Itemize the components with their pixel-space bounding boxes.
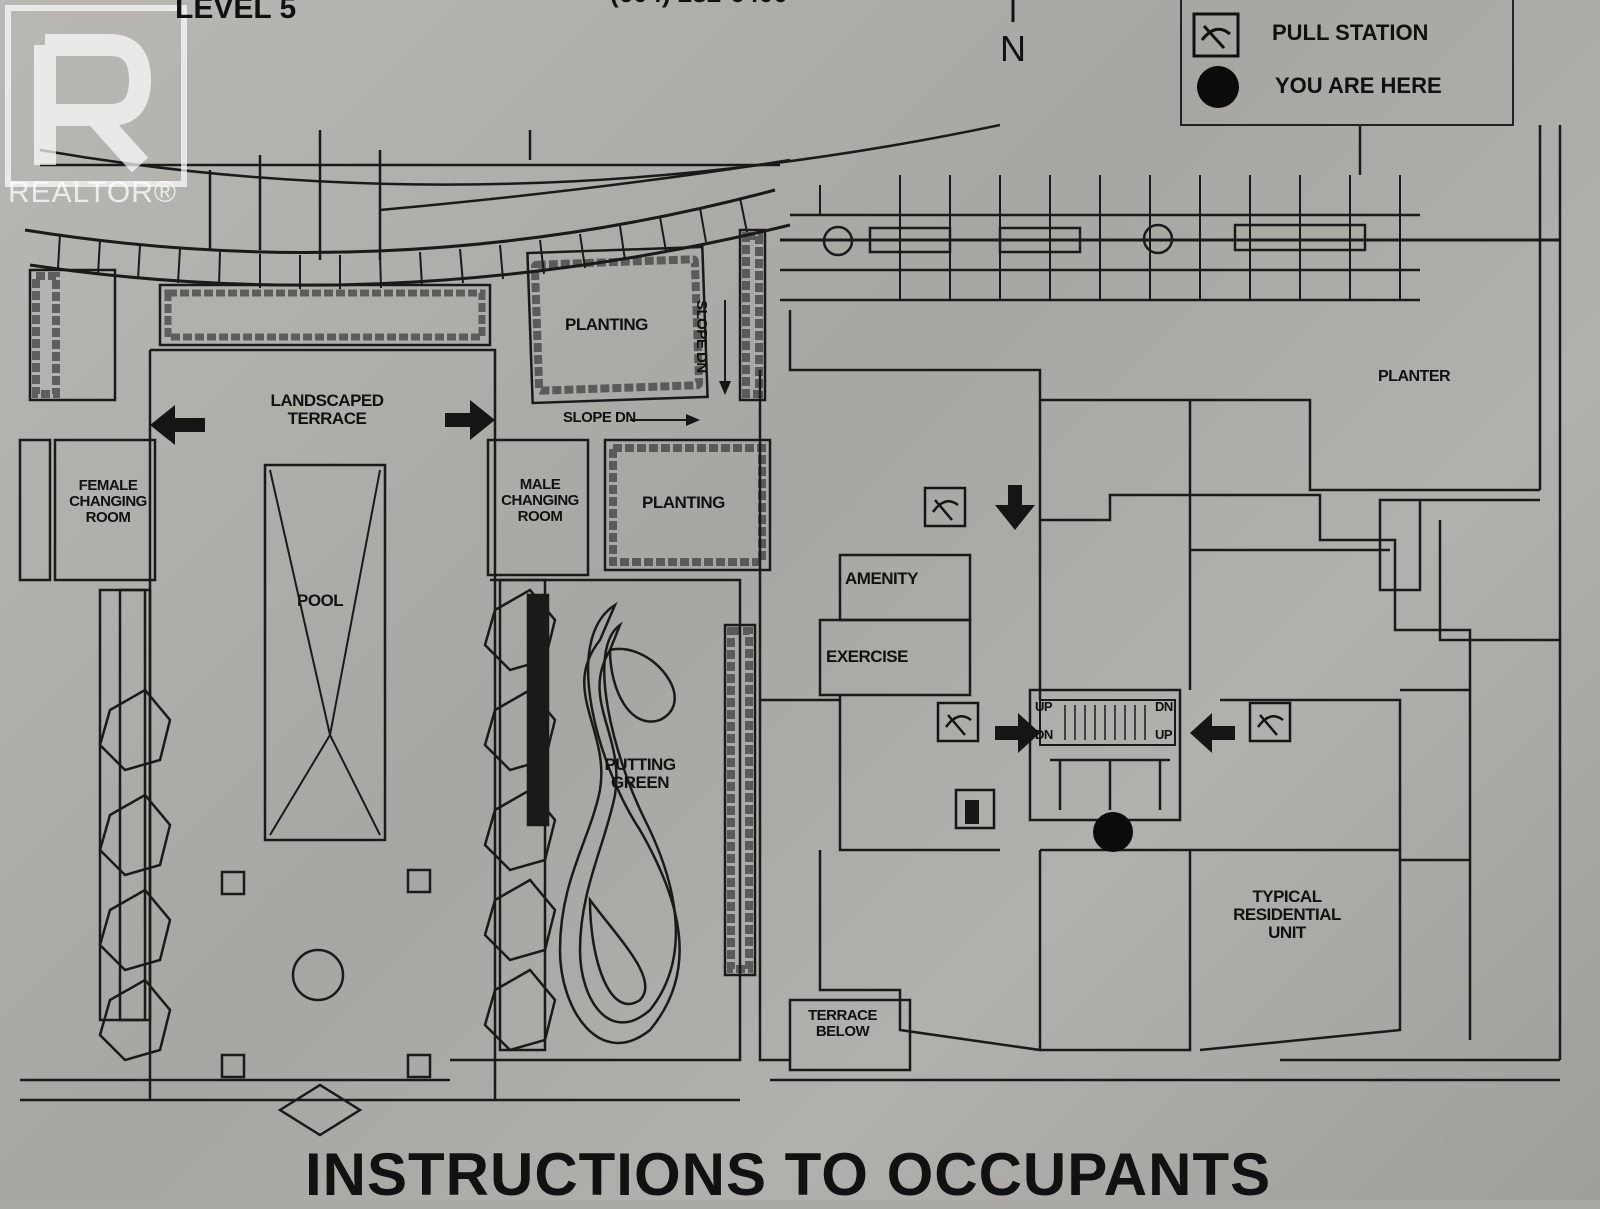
label-female-changing: FEMALE CHANGING ROOM [69,477,147,526]
label-stair-up-1: UP [1035,699,1053,714]
label-terrace-below: TERRACE BELOW [807,1007,878,1040]
north-label: N [1000,28,1026,69]
legend [1180,0,1514,126]
realtor-watermark: REALTOR® [8,176,178,209]
north-arrow-icon [1011,0,1015,22]
legend-you-are-here: YOU ARE HERE [1275,73,1442,98]
label-stair-up-2: UP [1155,727,1173,742]
label-typical-residential-unit: TYPICAL RESIDENTIAL UNIT [1233,887,1341,942]
label-landscaped-terrace: LANDSCAPED TERRACE [270,391,384,428]
label-planting-1: PLANTING [565,315,648,334]
label-putting-green: PUTTING GREEN [604,755,676,792]
level-title: LEVEL 5 [175,0,297,25]
label-planting-2: PLANTING [642,493,725,512]
label-male-changing: MALE CHANGING ROOM [501,476,579,525]
label-exercise: EXERCISE [826,647,908,666]
label-slope-dn-vertical: SLOPE DN [692,300,710,373]
label-amenity: AMENITY [845,569,919,588]
realtor-logo [5,5,187,187]
you-are-here-icon [1197,66,1239,108]
label-stair-dn-2: DN [1035,727,1053,742]
label-planter: PLANTER [1378,368,1451,385]
label-pool: POOL [297,591,344,610]
pull-station-icon [1192,12,1240,58]
legend-pull-station: PULL STATION [1272,20,1429,45]
phone-number: (604) 232-6400 [610,0,788,9]
label-stair-dn-1: DN [1155,699,1173,714]
label-slope-dn-horizontal: SLOPE DN [563,409,636,426]
instructions-title: INSTRUCTIONS TO OCCUPANTS [305,1141,1272,1208]
